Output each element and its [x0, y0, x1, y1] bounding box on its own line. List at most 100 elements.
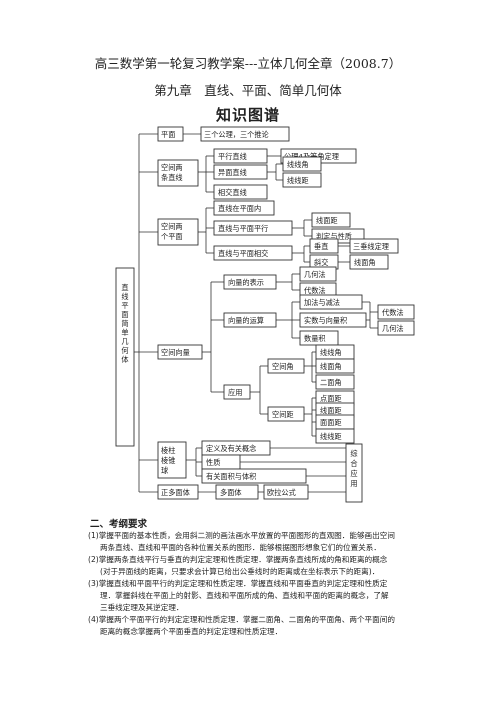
svg-text:空间角: 空间角 — [272, 362, 294, 371]
svg-text:向量的表示: 向量的表示 — [228, 278, 264, 287]
svg-text:平行直线: 平行直线 — [218, 152, 247, 161]
svg-text:斜交: 斜交 — [314, 258, 328, 267]
node-line-parallel-plane: 直线与平面平行 — [213, 220, 293, 236]
node-polyhedron: 正多面体 — [157, 484, 199, 500]
svg-text:线线距: 线线距 — [287, 176, 309, 185]
svg-text:代数法: 代数法 — [382, 308, 404, 317]
svg-text:二面角: 二面角 — [320, 378, 342, 387]
svg-text:性质: 性质 — [206, 458, 220, 467]
svg-text:公理4及等角定理: 公理4及等角定理 — [284, 152, 339, 161]
node-skew-lines: 异面直线 — [213, 164, 268, 180]
svg-text:欧拉公式: 欧拉公式 — [267, 488, 296, 497]
svg-text:正多面体: 正多面体 — [161, 488, 190, 497]
svg-text:线线距: 线线距 — [320, 432, 342, 441]
node-space-angle: 空间角 — [267, 358, 305, 374]
svg-text:几何法: 几何法 — [382, 324, 404, 333]
svg-text:线线角: 线线角 — [287, 160, 309, 169]
svg-text:面面距: 面面距 — [320, 418, 342, 427]
svg-text:线面角: 线面角 — [354, 258, 376, 267]
svg-text:线面距: 线面距 — [316, 216, 338, 225]
node-line-intersect-plane: 直线与平面相交 — [213, 245, 293, 261]
svg-text:空间两个平面: 空间两个平面 — [161, 222, 183, 241]
svg-text:线面距: 线面距 — [320, 406, 342, 415]
node-space-vector: 空间向量 — [157, 344, 203, 360]
node-skew-dist: 线线距 — [282, 172, 322, 188]
svg-text:判定与性质: 判定与性质 — [316, 232, 352, 241]
section-heading: 知识图谱 — [215, 106, 280, 124]
svg-text:平面: 平面 — [161, 130, 175, 139]
svg-text:空间两条直线: 空间两条直线 — [161, 163, 183, 182]
node-space-dist: 空间距 — [267, 406, 305, 422]
node-oblique: 斜交 — [309, 254, 339, 270]
svg-text:异面直线: 异面直线 — [218, 168, 247, 177]
node-three-perp: 三垂线定理 — [349, 238, 399, 254]
node-intersect-lines: 相交直线 — [213, 184, 268, 200]
node-plane: 平面 — [157, 126, 184, 142]
node-line-plane-angle: 线面角 — [349, 254, 389, 270]
node-polyhedron2: 多面体 — [215, 484, 259, 500]
svg-text:空间向量: 空间向量 — [161, 348, 190, 357]
node-ll-angle: 线线角 — [315, 344, 355, 360]
node-properties: 性质 — [201, 454, 241, 470]
node-dot-product: 数量积 — [299, 330, 339, 346]
section-2-title: 二、考纲要求 — [90, 519, 148, 530]
node-vector-ops: 向量的运算 — [223, 312, 277, 328]
svg-text:定义及有关概念: 定义及有关概念 — [206, 444, 256, 453]
svg-text:垂直: 垂直 — [314, 242, 328, 251]
svg-text:棱柱棱锥球: 棱柱棱锥球 — [161, 446, 175, 475]
root-label: 直线平面简单几何体 — [121, 283, 128, 364]
node-prism-pyramid: 棱柱棱锥球 — [157, 441, 187, 479]
svg-text:三个公理，三个推论: 三个公理，三个推论 — [204, 130, 270, 139]
mindmap-connectors — [134, 133, 378, 493]
node-plp-dist: 面面距 — [315, 414, 355, 430]
node-ll-dist: 线线距 — [315, 428, 355, 444]
requirements-list: (1)掌握平面的基本性质，会用斜二测的画法画水平放置的平面图形的直观图．能够画出… — [88, 530, 418, 638]
svg-text:综合应用: 综合应用 — [350, 449, 357, 488]
node-add-sub: 加法与减法 — [299, 294, 363, 310]
node-lp-dist: 线面距 — [315, 402, 355, 418]
node-two-lines: 空间两条直线 — [157, 159, 199, 187]
node-application: 应用 — [223, 384, 251, 400]
node-algebraic2: 代数法 — [377, 304, 415, 320]
svg-text:点面距: 点面距 — [320, 394, 342, 403]
svg-text:相交直线: 相交直线 — [218, 188, 247, 197]
requirement-3: (3)掌握直线和平面平行的判定定理和性质定理．掌握直线和平面垂直的判定定理和性质… — [88, 579, 389, 612]
node-area-volume: 有关面积与体积 — [201, 468, 307, 484]
svg-text:线线角: 线线角 — [320, 348, 342, 357]
node-comprehensive: 综合应用 — [345, 443, 363, 503]
node-line-plane: 空间两个平面 — [157, 218, 199, 246]
svg-text:加法与减法: 加法与减法 — [304, 298, 340, 307]
svg-text:多面体: 多面体 — [220, 488, 242, 497]
svg-text:有关面积与体积: 有关面积与体积 — [206, 472, 256, 481]
svg-text:直线与平面平行: 直线与平面平行 — [218, 224, 268, 233]
svg-text:向量的运算: 向量的运算 — [228, 316, 264, 325]
node-geometric: 几何法 — [299, 266, 337, 282]
svg-text:数量积: 数量积 — [304, 334, 326, 343]
node-line-in-plane: 直线在平面内 — [213, 200, 275, 216]
node-geometric2: 几何法 — [377, 320, 415, 336]
requirement-4: (4)掌握两个平面平行的判定定理和性质定理．掌握二面角、二面角的平面角、两个平面… — [88, 615, 395, 636]
node-real-vector: 实数与向量积 — [299, 312, 367, 328]
svg-text:空间距: 空间距 — [272, 410, 294, 419]
node-plane-axioms: 三个公理，三个推论 — [200, 126, 290, 142]
svg-text:三垂线定理: 三垂线定理 — [353, 242, 389, 251]
node-root: 直线平面简单几何体 — [115, 267, 135, 447]
chapter-title: 第九章 直线、平面、简单几何体 — [154, 83, 342, 98]
node-pp-dist: 点面距 — [315, 390, 355, 406]
svg-text:直线与平面相交: 直线与平面相交 — [218, 249, 268, 258]
node-dihedral: 二面角 — [315, 374, 355, 390]
requirement-1: (1)掌握平面的基本性质，会用斜二测的画法画水平放置的平面图形的直观图．能够画出… — [88, 531, 395, 552]
svg-text:几何法: 几何法 — [304, 270, 326, 279]
node-lp-angle: 线面角 — [315, 358, 355, 374]
svg-text:实数与向量积: 实数与向量积 — [304, 316, 347, 325]
svg-text:线面角: 线面角 — [320, 362, 342, 371]
node-skew-angle: 线线角 — [282, 156, 322, 172]
node-definitions: 定义及有关概念 — [201, 440, 271, 456]
requirement-2: (2)掌握两条直线平行与垂直的判定定理和性质定理．掌握两条直线所成的角和距离的概… — [88, 555, 388, 576]
node-parallel-lines: 平行直线 — [213, 148, 268, 164]
node-line-plane-dist: 线面距 — [311, 212, 351, 228]
node-euler: 欧拉公式 — [263, 484, 309, 500]
node-perpendicular: 垂直 — [309, 238, 339, 254]
svg-text:直线在平面内: 直线在平面内 — [218, 204, 261, 213]
